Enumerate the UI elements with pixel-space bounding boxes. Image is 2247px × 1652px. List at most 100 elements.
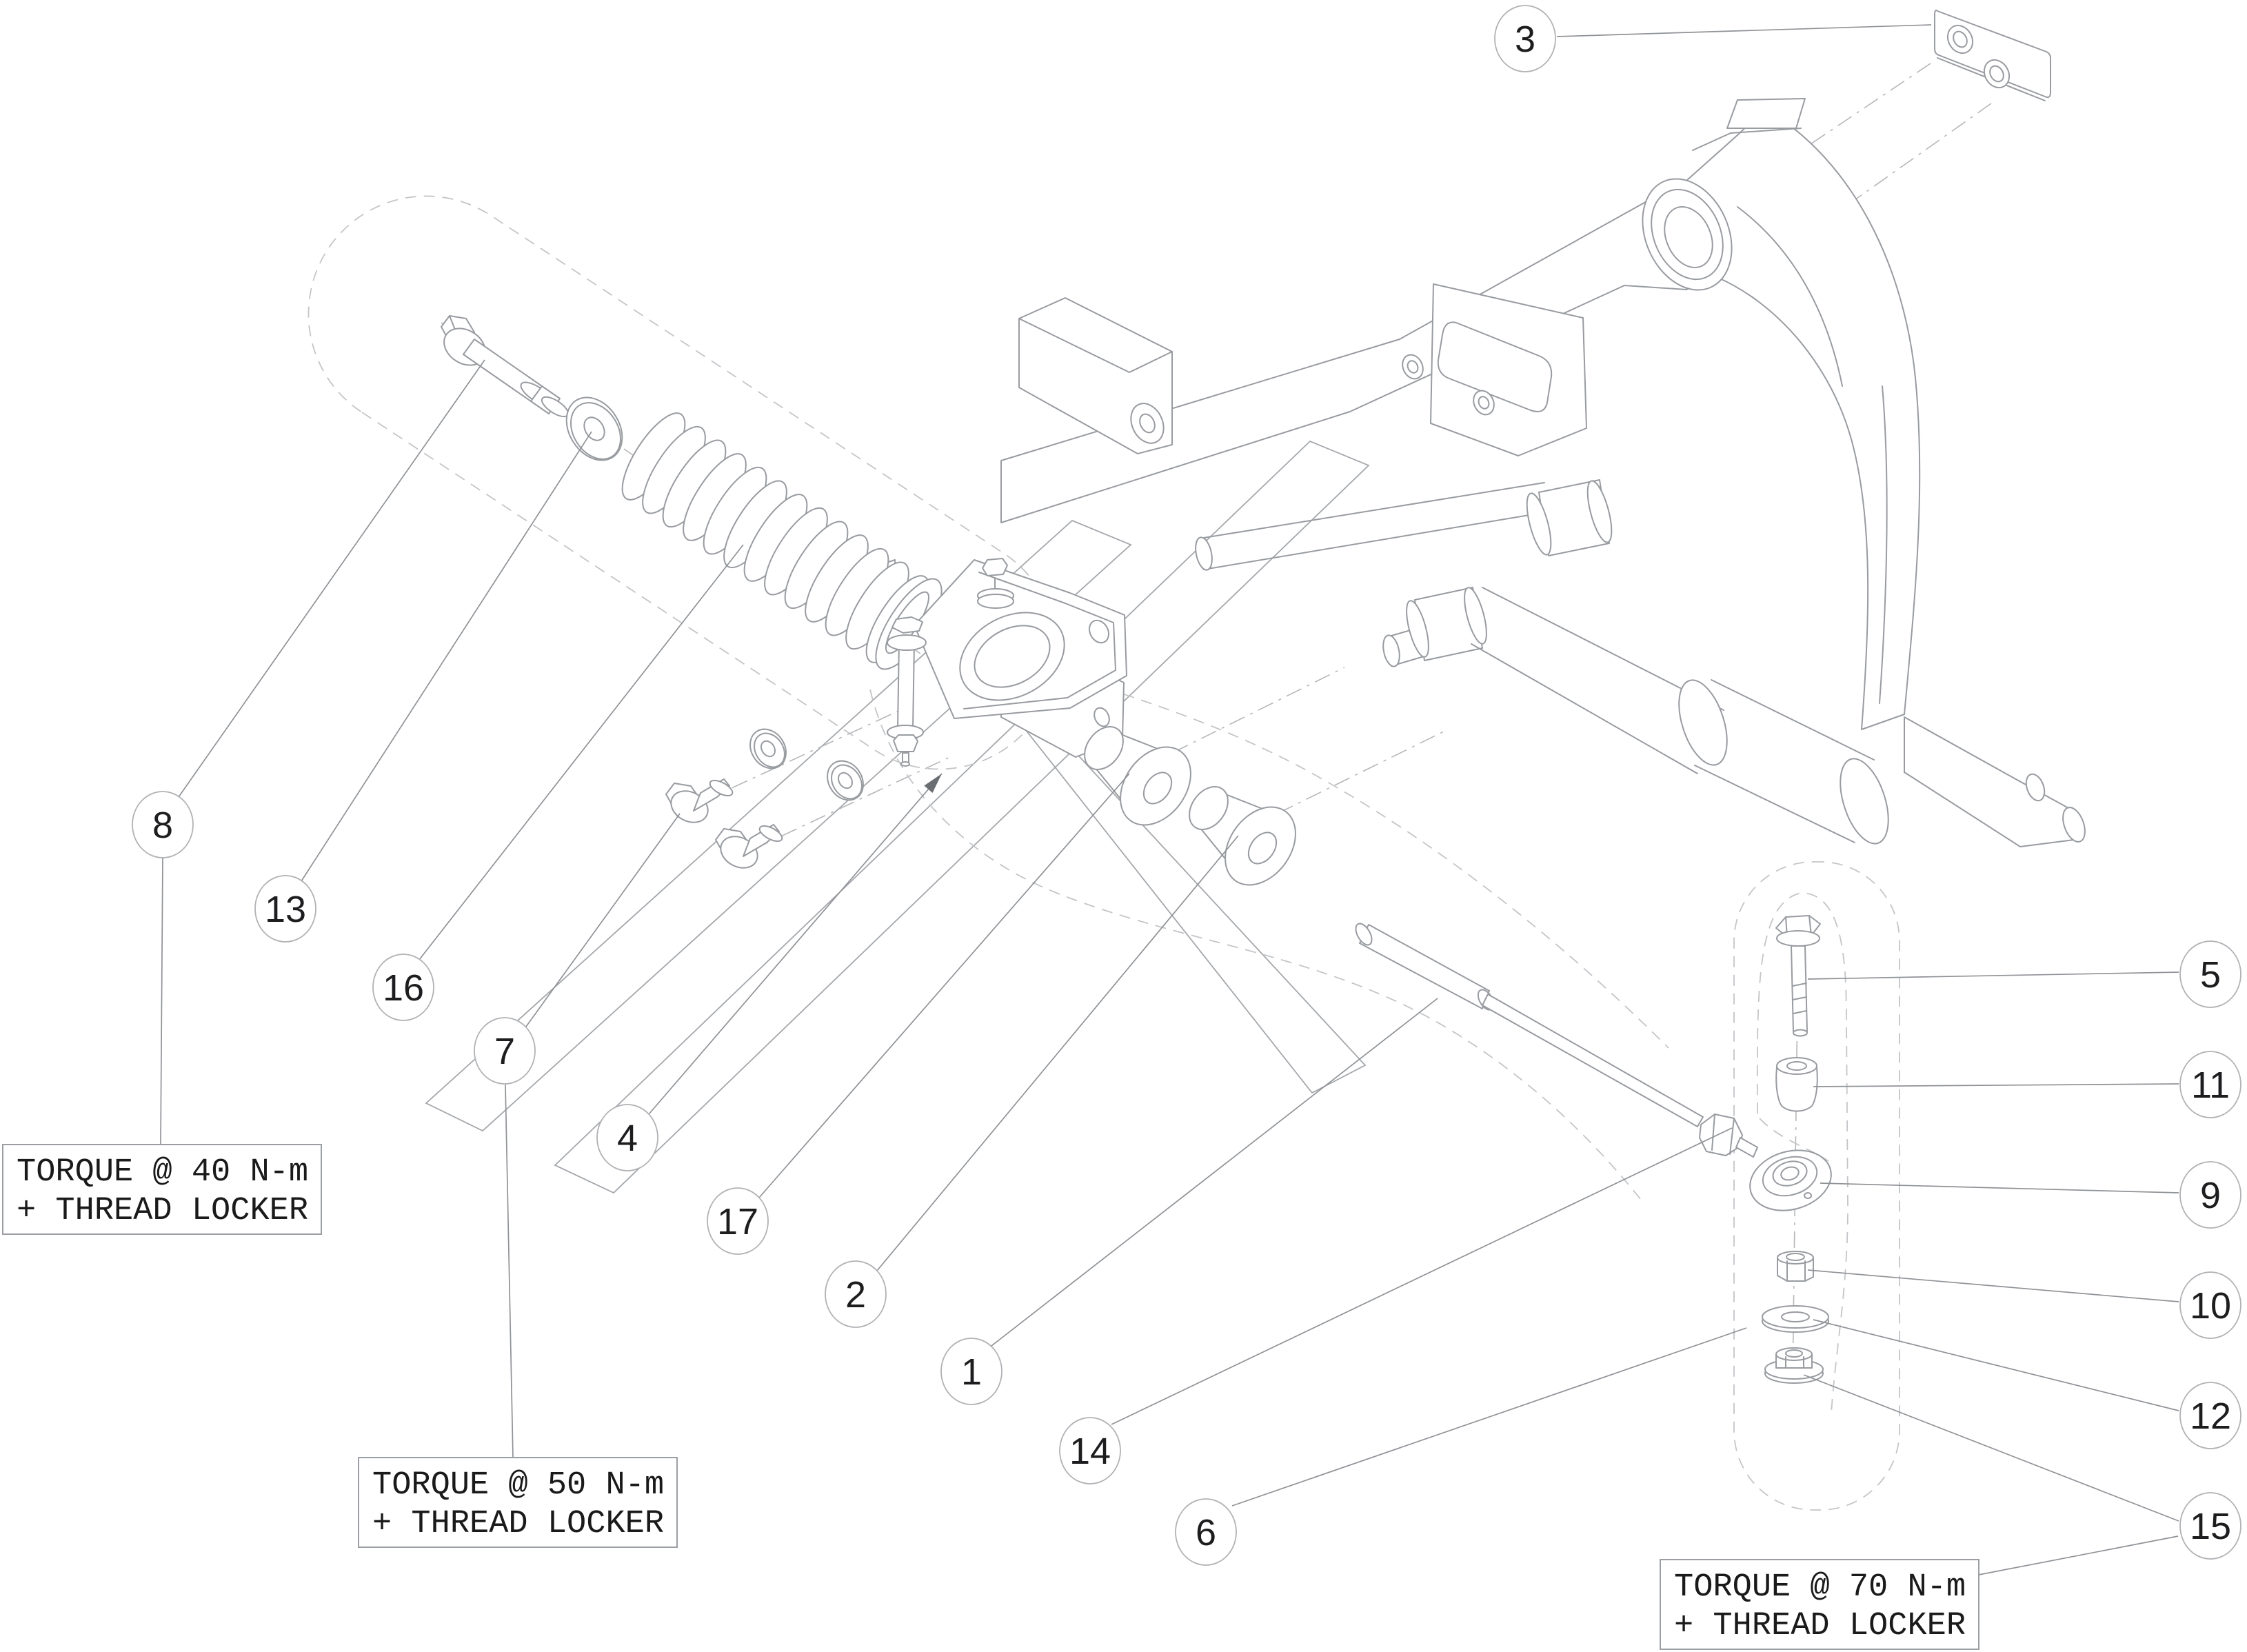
callout-number: 8 (152, 805, 173, 846)
callout-number: 10 (2190, 1285, 2231, 1327)
callout-number: 14 (1069, 1431, 1111, 1472)
callout-15: 15 (2179, 1492, 2241, 1560)
leader-line-8 (178, 359, 485, 798)
flat-washer-large (565, 396, 623, 461)
callout-circle (2179, 1161, 2241, 1229)
callout-number: 3 (1515, 19, 1535, 60)
callout-balloons: 3 8 13 16 7 4 17 2 1 14 6 5 11 9 10 12 15 (132, 5, 2241, 1566)
torque-note-line2: + THREAD LOCKER (372, 1506, 664, 1542)
callout-16: 16 (372, 954, 434, 1021)
leader-line-3 (1556, 24, 1932, 37)
leader-line-15 (1803, 1374, 2179, 1522)
torque-note-line1: TORQUE @ 70 N-m (1674, 1569, 1966, 1606)
leader-line-9 (1820, 1182, 2179, 1193)
linkage-rod (1355, 923, 1704, 1127)
torque-note-box (358, 1457, 678, 1548)
rod-end-bolt (1775, 915, 1821, 1037)
flange-bolt-large (441, 315, 570, 418)
torque-note-1: TORQUE @ 40 N-m+ THREAD LOCKER (2, 857, 322, 1235)
leader-line-2 (876, 835, 1239, 1271)
callout-12: 12 (2179, 1382, 2241, 1449)
callout-3: 3 (1494, 5, 1556, 72)
torque-note-2: TORQUE @ 50 N-m+ THREAD LOCKER (358, 1084, 678, 1548)
callout-number: 9 (2200, 1175, 2221, 1216)
torque-note-leader (1978, 1535, 2179, 1575)
lock-nut (1777, 1251, 1814, 1282)
leader-line-17 (758, 773, 1130, 1198)
leader-line-7 (525, 813, 681, 1027)
torque-note-leader (505, 1084, 514, 1458)
leader-line-5 (1807, 971, 2179, 980)
callout-number: 15 (2190, 1506, 2231, 1547)
callout-2: 2 (825, 1260, 887, 1328)
leader-line-6 (1231, 1327, 1747, 1507)
callout-10: 10 (2179, 1271, 2241, 1339)
callout-circle (825, 1260, 887, 1328)
callout-number: 11 (2191, 1065, 2230, 1106)
leader-line-10 (1807, 1269, 2179, 1302)
callout-circle (2179, 1051, 2241, 1118)
callout-number: 16 (383, 967, 424, 1009)
cone-bushings (1084, 726, 1296, 886)
callout-circle (474, 1017, 536, 1085)
leader-line-4 (648, 773, 943, 1115)
callout-number: 13 (265, 889, 306, 930)
callout-4: 4 (596, 1104, 658, 1171)
torque-note-leader (160, 857, 163, 1145)
callout-circle (2179, 940, 2241, 1008)
callout-11: 11 (2179, 1051, 2241, 1118)
small-washers (749, 728, 864, 801)
callout-number: 6 (1196, 1512, 1216, 1553)
leader-line-1 (991, 998, 1438, 1347)
callout-circle (254, 875, 316, 943)
leader-arrowhead (924, 774, 942, 793)
callout-number: 7 (494, 1031, 515, 1072)
callout-number: 2 (845, 1274, 866, 1316)
rod-end-bushing (1775, 1057, 1818, 1112)
callout-7: 7 (474, 1017, 536, 1085)
leader-line-12 (1813, 1319, 2179, 1411)
callout-5: 5 (2179, 940, 2241, 1008)
callout-circle (2179, 1271, 2241, 1339)
callout-circle (2179, 1492, 2241, 1560)
callout-13: 13 (254, 875, 316, 943)
leader-line-14 (1111, 1127, 1733, 1425)
flat-washer-small (1762, 1305, 1829, 1333)
callout-number: 5 (2200, 954, 2221, 996)
leader-line-13 (301, 431, 592, 882)
mounting-plate (1934, 9, 2051, 101)
callout-circle (596, 1104, 658, 1171)
callout-1: 1 (940, 1338, 1002, 1405)
callout-number: 12 (2190, 1396, 2231, 1437)
callout-circle (2179, 1382, 2241, 1449)
leader-lines (178, 24, 2179, 1522)
frame-assembly (865, 98, 2086, 847)
callout-circle (1494, 5, 1556, 72)
torque-note-box (2, 1144, 322, 1235)
callout-circle (940, 1338, 1002, 1405)
rod-end-bearing (1735, 1137, 1832, 1211)
callout-14: 14 (1059, 1417, 1121, 1484)
torque-note-3: TORQUE @ 70 N-m+ THREAD LOCKER (1660, 1535, 2179, 1650)
clevis-pin (887, 616, 927, 767)
callout-circle (372, 954, 434, 1021)
callout-number: 1 (961, 1351, 982, 1393)
small-flange-bolts (665, 778, 783, 869)
torque-note-line1: TORQUE @ 40 N-m (17, 1154, 308, 1191)
jam-nut (1699, 1114, 1743, 1156)
callout-circle (1175, 1498, 1237, 1566)
callout-circle (707, 1187, 769, 1255)
flange-nut (1764, 1347, 1824, 1384)
leader-line-16 (419, 544, 744, 960)
callout-6: 6 (1175, 1498, 1237, 1566)
callout-number: 17 (717, 1201, 758, 1242)
callout-circle (1059, 1417, 1121, 1484)
torque-note-line1: TORQUE @ 50 N-m (372, 1467, 664, 1504)
pivot-bracket (914, 558, 1127, 719)
torque-note-line2: + THREAD LOCKER (17, 1193, 308, 1229)
callout-17: 17 (707, 1187, 769, 1255)
torque-note-line2: + THREAD LOCKER (1674, 1608, 1966, 1644)
